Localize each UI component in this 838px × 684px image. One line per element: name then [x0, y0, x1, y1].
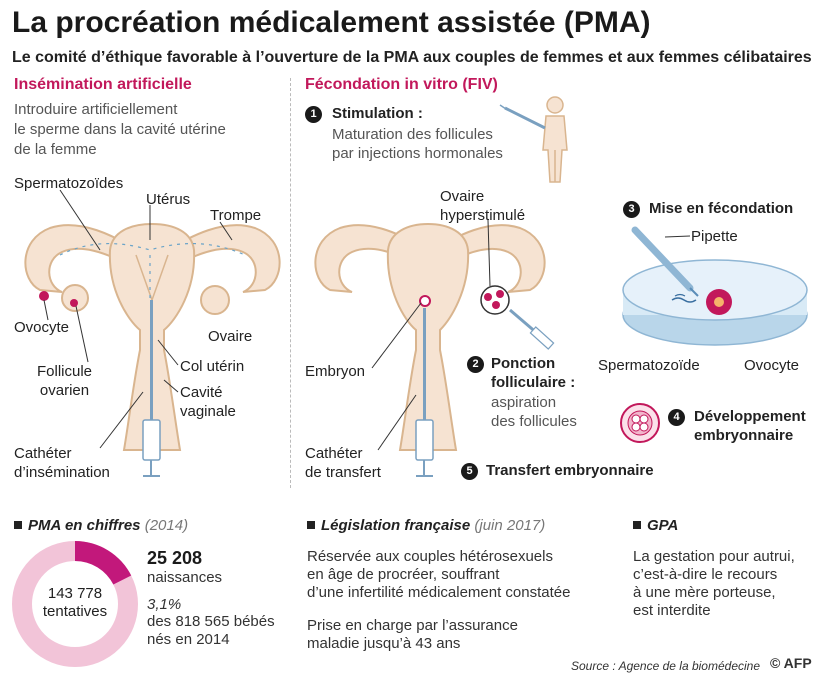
label-catheter-insemination: Cathéter d’insémination — [14, 444, 110, 482]
step-number: 1 — [305, 106, 322, 123]
legislation-paragraph-1: Réservée aux couples hétérosexuels en âg… — [307, 548, 570, 602]
step-number: 3 — [623, 201, 640, 218]
step-4-title-line: Développement — [694, 408, 806, 425]
legislation-line: en âge de procréer, souffrant — [307, 566, 500, 583]
chiffres-heading: PMA en chiffres (2014) — [14, 517, 188, 534]
label-ovaire-hyperstimule: Ovaire hyperstimulé — [440, 187, 525, 225]
label-col-uterin: Col utérin — [180, 358, 245, 375]
step-2-text-line: aspiration — [491, 394, 557, 411]
label-follicule: Follicule ovarien — [37, 362, 92, 400]
chiffres-heading-text: PMA en chiffres — [28, 517, 141, 534]
step-1-text-line: Maturation des follicules — [332, 126, 493, 143]
uterus-fiv-illustration — [314, 219, 555, 477]
label-catheter-line: d’insémination — [14, 464, 110, 481]
step-1-title: Stimulation : — [332, 105, 423, 122]
insemination-desc-line: le sperme dans la cavité utérine — [14, 121, 226, 138]
afp-logo: © AFP — [770, 655, 812, 671]
embryo-illustration — [620, 403, 660, 443]
step-3-title: Mise en fécondation — [649, 200, 794, 217]
tentatives-label: tentatives — [42, 603, 108, 620]
step-2-title: Ponction folliculaire : — [491, 354, 575, 392]
label-uterus: Utérus — [146, 191, 191, 208]
step-2-title-line: Ponction — [491, 355, 556, 372]
gpa-line: La gestation pour autrui, — [633, 548, 795, 565]
gpa-line: est interdite — [633, 602, 711, 619]
label-pipette: Pipette — [691, 228, 738, 245]
label-spermatozoide: Spermatozoïde — [598, 357, 700, 374]
label-follicule-line: Follicule — [37, 363, 93, 380]
legislation-heading: Législation française (juin 2017) — [307, 517, 545, 534]
label-trompe: Trompe — [210, 207, 262, 224]
label-catheter-line: Cathéter — [14, 445, 72, 462]
naissances-value: 25 208 — [147, 548, 203, 568]
naissances-label: naissances — [147, 569, 223, 586]
step-2-text-line: des follicules — [491, 413, 577, 430]
label-follicule-line: ovarien — [39, 382, 90, 399]
gpa-text: La gestation pour autrui, c’est-à-dire l… — [633, 548, 795, 620]
donut-center-label: 143 778 tentatives — [40, 585, 110, 621]
label-cavite-line: vaginale — [180, 403, 236, 420]
insemination-description: Introduire artificiellement le sperme da… — [14, 100, 226, 160]
source-credit: Source : Agence de la biomédecine — [571, 659, 761, 673]
donut-chart — [12, 541, 138, 667]
label-ovaire: Ovaire — [208, 328, 253, 345]
percentage-text-line: des 818 565 bébés — [147, 613, 275, 630]
step-number: 5 — [461, 463, 478, 480]
step-1-text: Maturation des follicules par injections… — [332, 125, 503, 163]
step-number: 2 — [467, 356, 484, 373]
gpa-line: à une mère porteuse, — [633, 584, 776, 601]
step-4-title-line: embryonnaire — [694, 427, 794, 444]
legislation-line: d’une infertilité médicalement constatée — [307, 584, 571, 601]
petri-dish-illustration — [622, 226, 808, 346]
label-ovocyte-fiv: Ovocyte — [744, 357, 800, 374]
uterus-left-illustration — [24, 189, 281, 477]
percentage-text: des 818 565 bébés nés en 2014 — [147, 613, 275, 649]
percentage-text-line: nés en 2014 — [147, 631, 230, 648]
legislation-date: (juin 2017) — [474, 517, 546, 534]
section-divider — [290, 78, 291, 488]
label-ovaire-line: hyperstimulé — [440, 207, 526, 224]
percentage-value: 3,1% — [147, 596, 182, 613]
insemination-desc-line: de la femme — [14, 141, 97, 158]
step-2-text: aspiration des follicules — [491, 393, 577, 431]
fiv-heading: Fécondation in vitro (FIV) — [305, 76, 498, 93]
label-cavite-vaginale: Cavité vaginale — [180, 383, 236, 421]
legislation-heading-text: Législation française — [321, 517, 471, 534]
insemination-heading: Insémination artificielle — [14, 76, 192, 93]
woman-silhouette-illustration — [499, 96, 568, 183]
label-catheter-transfert: Cathéter de transfert — [305, 444, 381, 482]
step-5-title: Transfert embryonnaire — [486, 462, 654, 479]
page-title: La procréation médicalement assistée (PM… — [12, 6, 651, 39]
legislation-line: maladie jusqu’à 43 ans — [307, 635, 461, 652]
gpa-heading: GPA — [633, 517, 678, 534]
insemination-desc-line: Introduire artificiellement — [14, 101, 178, 118]
label-ovaire-line: Ovaire — [440, 188, 485, 205]
gpa-line: c’est-à-dire le recours — [633, 566, 778, 583]
label-spermatozoides: Spermatozoïdes — [14, 175, 124, 192]
step-number: 4 — [668, 409, 685, 426]
legislation-line: Réservée aux couples hétérosexuels — [307, 548, 553, 565]
label-catheter-transfert-line: Cathéter — [305, 445, 363, 462]
gpa-heading-text: GPA — [647, 517, 679, 534]
legislation-paragraph-2: Prise en charge par l’assurance maladie … — [307, 617, 518, 653]
page-subtitle: Le comité d’éthique favorable à l’ouvert… — [12, 49, 812, 66]
label-cavite-line: Cavité — [180, 384, 223, 401]
label-catheter-transfert-line: de transfert — [305, 464, 381, 481]
label-embryon: Embryon — [305, 363, 366, 380]
legislation-line: Prise en charge par l’assurance — [307, 617, 518, 634]
step-2-title-line: folliculaire : — [491, 374, 576, 391]
donut-slice-naissances — [75, 541, 132, 585]
tentatives-value: 143 778 — [47, 585, 103, 602]
step-4-title: Développement embryonnaire — [694, 407, 806, 445]
label-ovocyte: Ovocyte — [14, 319, 70, 336]
chiffres-year: (2014) — [144, 517, 189, 534]
step-1-text-line: par injections hormonales — [332, 145, 503, 162]
